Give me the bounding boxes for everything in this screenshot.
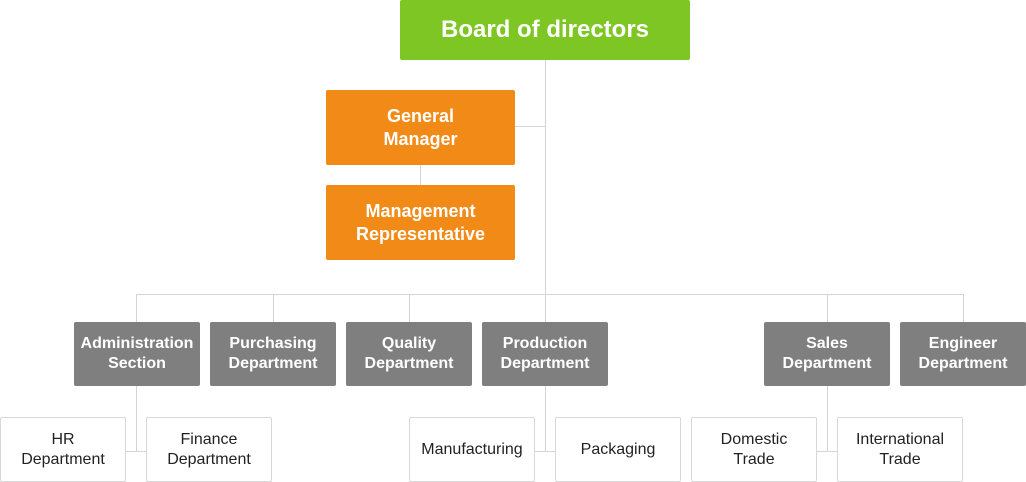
- finance-department-box: Finance Department: [146, 417, 272, 482]
- quality-department-box: Quality Department: [346, 322, 472, 386]
- production-department-box: Production Department: [482, 322, 608, 386]
- engineer-department-box: Engineer Department: [900, 322, 1026, 386]
- general-manager-box: General Manager: [326, 90, 515, 165]
- purchasing-department-box: Purchasing Department: [210, 322, 336, 386]
- manufacturing-box: Manufacturing: [409, 417, 535, 482]
- board-of-directors-box: Board of directors: [400, 0, 690, 60]
- international-trade-box: International Trade: [837, 417, 963, 482]
- packaging-box: Packaging: [555, 417, 681, 482]
- sales-department-box: Sales Department: [764, 322, 890, 386]
- administration-section-box: Administration Section: [74, 322, 200, 386]
- hr-department-box: HR Department: [0, 417, 126, 482]
- domestic-trade-box: Domestic Trade: [691, 417, 817, 482]
- management-representative-box: Management Representative: [326, 185, 515, 260]
